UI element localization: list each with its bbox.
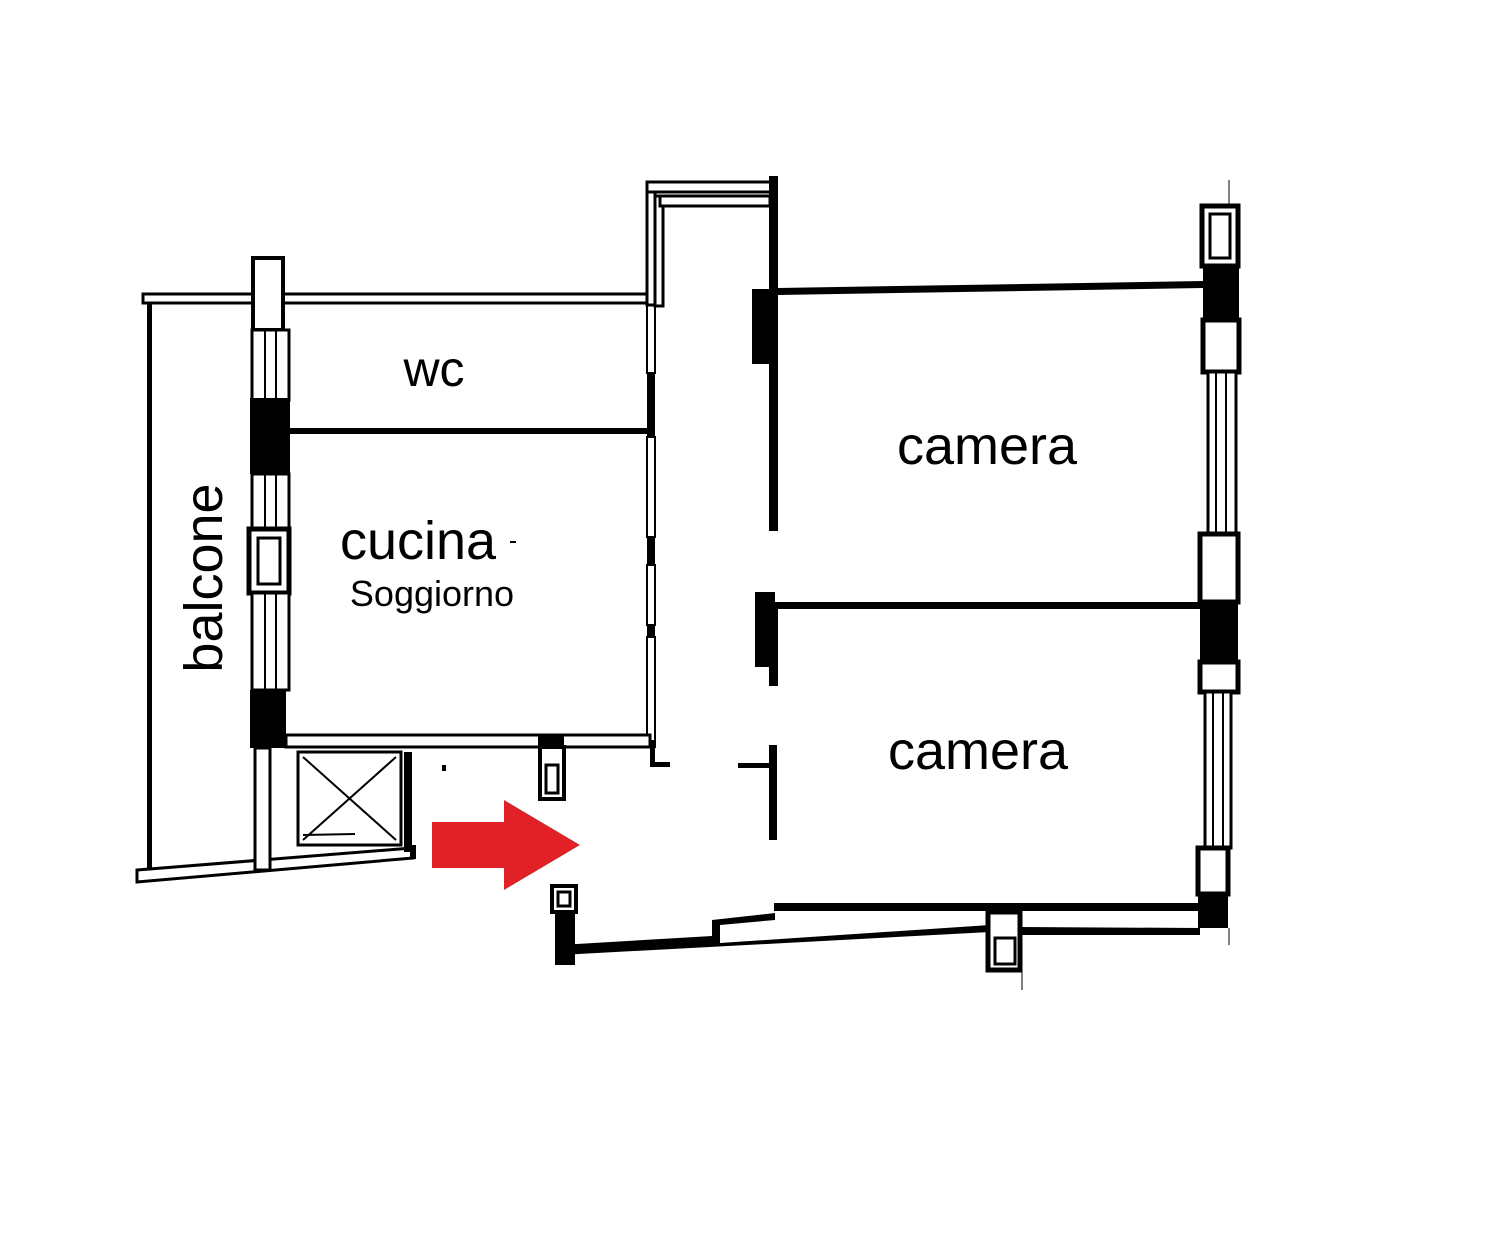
x-crossed-box-icon <box>296 750 403 847</box>
left-exterior-wall <box>246 256 292 872</box>
room-label-camera-top: camera <box>897 416 1078 476</box>
room-label-balcone: balcone <box>174 483 234 672</box>
wc-walls <box>289 302 656 437</box>
corridor-top <box>645 176 778 531</box>
kitchen-right-wall <box>646 436 670 767</box>
red-arrow-right-icon <box>432 800 580 890</box>
room-label-soggiorno: Soggiorno <box>350 573 514 614</box>
pillar <box>251 256 285 332</box>
bottom-exterior-wall <box>550 884 1202 990</box>
room-label-camera-bottom: camera <box>888 721 1069 781</box>
kitchen-bottom-wall <box>284 733 652 859</box>
room-label-wc: wc <box>402 341 464 397</box>
bedroom-walls <box>738 281 1203 840</box>
right-exterior-wall <box>1195 180 1242 945</box>
room-label-cucina: cucina <box>340 511 497 571</box>
